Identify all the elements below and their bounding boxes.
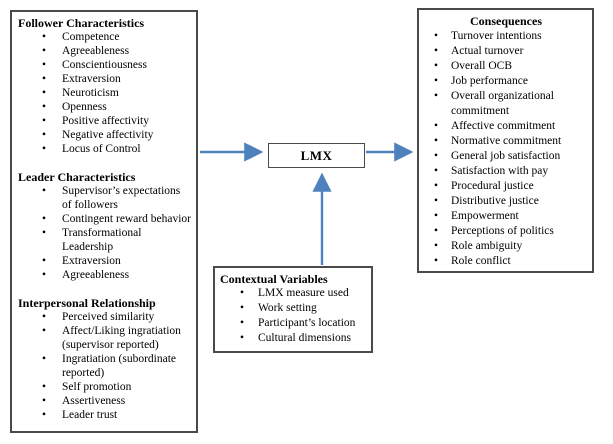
list-item: Competence — [18, 30, 192, 44]
list-item: Overall organizational commitment — [423, 89, 589, 119]
list-item: Extraversion — [18, 72, 192, 86]
list-item: Transformational Leadership — [18, 226, 192, 254]
section-heading: Follower Characteristics — [18, 16, 145, 30]
list-item: Supervisor’s expectations of followers — [18, 184, 192, 212]
list-item: Extraversion — [18, 254, 192, 268]
section-heading: Leader Characteristics — [18, 170, 136, 184]
section-heading: Interpersonal Relationship — [18, 296, 156, 310]
list-item: Agreeableness — [18, 268, 192, 282]
list-item: Contingent reward behavior — [18, 212, 192, 226]
follower-characteristics-section: Follower Characteristics CompetenceAgree… — [18, 16, 192, 156]
list-item: Role conflict — [423, 254, 589, 269]
list-item: Conscientiousness — [18, 58, 192, 72]
list-item: Locus of Control — [18, 142, 192, 156]
contextual-variables-box: Contextual Variables LMX measure usedWor… — [213, 266, 373, 353]
list-item: Empowerment — [423, 209, 589, 224]
leader-characteristics-list: Supervisor’s expectations of followersCo… — [18, 184, 192, 282]
contextual-variables-list: LMX measure usedWork settingParticipant’… — [220, 286, 368, 346]
list-item: Work setting — [220, 301, 368, 316]
list-item: Leader trust — [18, 408, 192, 422]
list-item: Role ambiguity — [423, 239, 589, 254]
list-item: Self promotion — [18, 380, 192, 394]
list-item: Procedural justice — [423, 179, 589, 194]
list-item: Affect/Liking ingratiation (supervisor r… — [18, 324, 192, 352]
list-item: Normative commitment — [423, 134, 589, 149]
lmx-label: LMX — [300, 147, 333, 163]
antecedents-box: Follower Characteristics CompetenceAgree… — [10, 10, 198, 433]
section-heading: Contextual Variables — [220, 272, 328, 286]
list-item: Overall OCB — [423, 59, 589, 74]
list-item: Turnover intentions — [423, 29, 589, 44]
list-item: Neuroticism — [18, 86, 192, 100]
list-item: General job satisfaction — [423, 149, 589, 164]
list-item: LMX measure used — [220, 286, 368, 301]
list-item: Negative affectivity — [18, 128, 192, 142]
list-item: Assertiveness — [18, 394, 192, 408]
list-item: Ingratiation (subordinate reported) — [18, 352, 192, 380]
interpersonal-relationship-list: Perceived similarityAffect/Liking ingrat… — [18, 310, 192, 422]
list-item: Affective commitment — [423, 119, 589, 134]
list-item: Satisfaction with pay — [423, 164, 589, 179]
list-item: Perceptions of politics — [423, 224, 589, 239]
list-item: Perceived similarity — [18, 310, 192, 324]
list-item: Positive affectivity — [18, 114, 192, 128]
section-heading: Consequences — [469, 14, 542, 28]
interpersonal-relationship-section: Interpersonal Relationship Perceived sim… — [18, 296, 192, 422]
list-item: Distributive justice — [423, 194, 589, 209]
list-item: Openness — [18, 100, 192, 114]
consequences-list: Turnover intentionsActual turnoverOveral… — [423, 29, 589, 269]
follower-characteristics-list: CompetenceAgreeablenessConscientiousness… — [18, 30, 192, 156]
list-item: Cultural dimensions — [220, 331, 368, 346]
list-item: Job performance — [423, 74, 589, 89]
list-item: Actual turnover — [423, 44, 589, 59]
list-item: Agreeableness — [18, 44, 192, 58]
list-item: Participant’s location — [220, 316, 368, 331]
leader-characteristics-section: Leader Characteristics Supervisor’s expe… — [18, 170, 192, 282]
consequences-box: Consequences Turnover intentionsActual t… — [417, 8, 594, 273]
lmx-box: LMX — [268, 143, 365, 168]
